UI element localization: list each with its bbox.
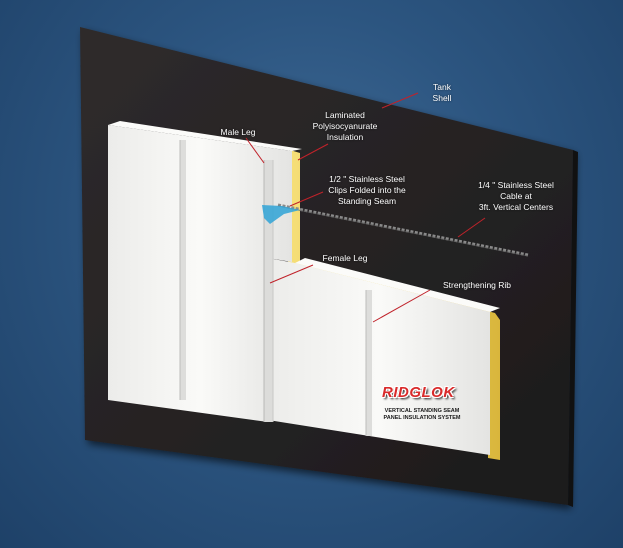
rib-right	[366, 290, 372, 436]
tank-shell-edge	[568, 150, 578, 507]
label-male-leg: Male Leg	[220, 127, 256, 137]
female-leg-panel	[268, 258, 490, 455]
label-cable: 1/4 " Stainless Steel Cable at 3ft. Vert…	[478, 180, 554, 212]
label-clips: 1/2 " Stainless Steel Clips Folded into …	[328, 174, 406, 206]
leader-lines	[245, 92, 486, 323]
logo-wordmark: RIDGLOK	[382, 384, 455, 401]
label-female-leg: Female Leg	[322, 253, 368, 263]
stainless-cable	[277, 203, 529, 257]
label-strengthening-rib: Strengthening Rib	[442, 280, 512, 290]
male-leg-panel	[108, 125, 292, 422]
rib-left	[180, 140, 186, 400]
label-insulation: Laminated Polyisocyanurate Insulation	[312, 110, 378, 142]
ridglok-logo: RIDGLOK VERTICAL STANDING SEAM PANEL INS…	[372, 380, 470, 430]
panel-top-edge-upper	[108, 121, 302, 151]
label-tank-shell: Tank Shell	[432, 82, 452, 103]
panel-top-edge-lower	[295, 258, 500, 312]
stainless-clip	[262, 205, 300, 224]
logo-tagline: VERTICAL STANDING SEAM PANEL INSULATION …	[383, 408, 461, 421]
standing-seam	[264, 160, 273, 422]
